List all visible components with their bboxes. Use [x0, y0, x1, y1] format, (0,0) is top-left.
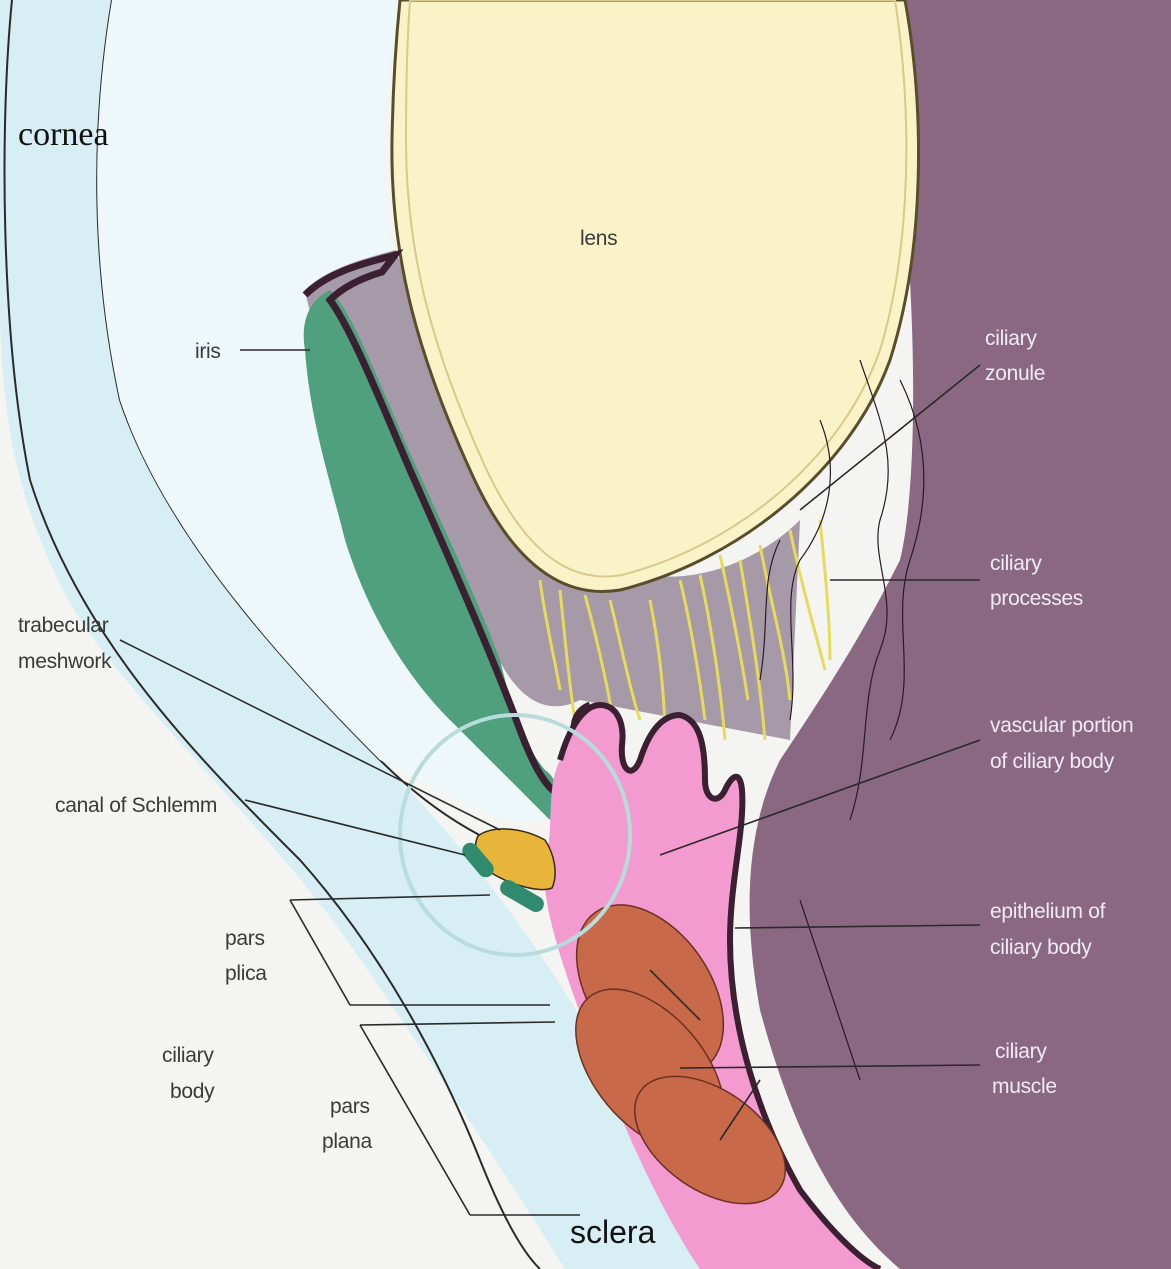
label-pars-plica-1: pars	[225, 927, 265, 950]
label-trabecular-1: trabecular	[18, 614, 109, 637]
label-ciliary-processes-2: processes	[990, 587, 1083, 610]
label-lens: lens	[580, 227, 617, 250]
label-ciliary-muscle-1: ciliary	[995, 1040, 1047, 1063]
label-pars-plana-1: pars	[330, 1095, 370, 1118]
label-ciliary-zonule-2: zonule	[985, 362, 1045, 385]
label-vascular-1: vascular portion	[990, 714, 1133, 737]
label-sclera: sclera	[570, 1214, 656, 1250]
label-pars-plana-2: plana	[322, 1130, 373, 1153]
label-ciliary-zonule-1: ciliary	[985, 327, 1037, 350]
label-epithelium-2: ciliary body	[990, 936, 1092, 959]
label-vascular-2: of ciliary body	[990, 750, 1115, 773]
label-cornea: cornea	[18, 116, 109, 153]
label-trabecular-2: meshwork	[18, 650, 112, 673]
label-pars-plica-2: plica	[225, 962, 267, 985]
label-ciliary-processes-1: ciliary	[990, 552, 1042, 575]
label-epithelium-1: epithelium of	[990, 900, 1106, 923]
label-ciliary-muscle-2: muscle	[992, 1075, 1057, 1098]
label-canal-of-schlemm: canal of Schlemm	[55, 794, 217, 817]
label-ciliary-body-2: body	[170, 1080, 215, 1103]
label-ciliary-body-1: ciliary	[162, 1044, 214, 1067]
label-iris: iris	[195, 340, 221, 363]
